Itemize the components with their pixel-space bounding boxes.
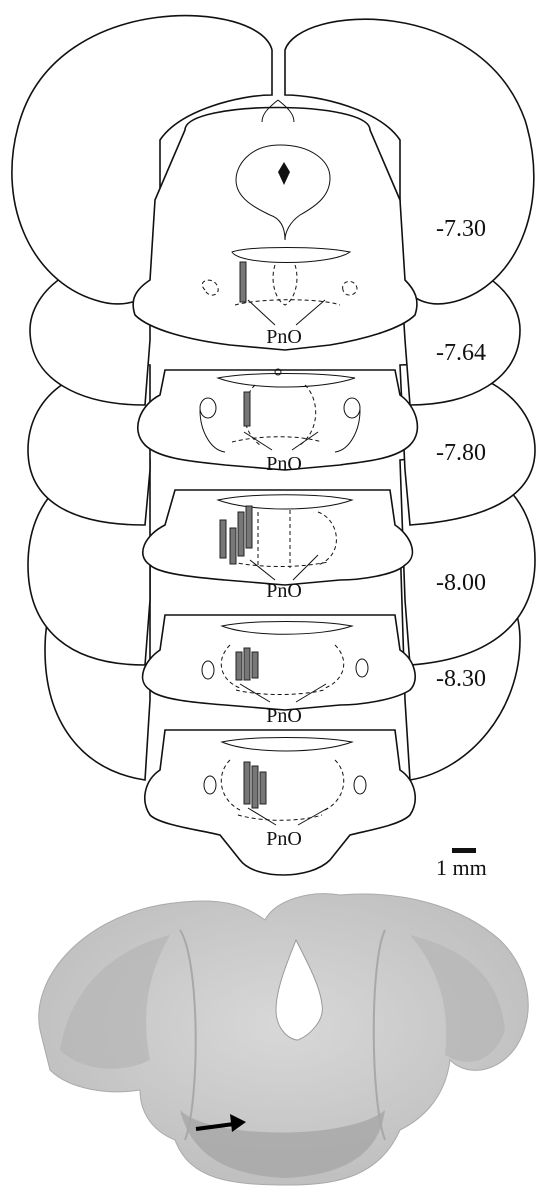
- electrode-track: [238, 512, 244, 556]
- histology-section-image: [39, 894, 528, 1185]
- pno-label: PnO: [266, 580, 302, 602]
- electrode-track: [244, 648, 250, 680]
- electrode-track: [246, 506, 252, 548]
- scale-bar-label: 1 mm: [436, 855, 487, 880]
- electrode-track: [230, 528, 236, 564]
- pno-label: PnO: [266, 326, 302, 348]
- brainstem-section-5: [145, 730, 415, 875]
- electrode-track: [244, 762, 250, 804]
- brainstem-section-3: [143, 490, 413, 585]
- scale-bar-line: [452, 848, 476, 853]
- electrode-track: [244, 392, 250, 426]
- electrode-track: [236, 652, 242, 680]
- electrode-track: [252, 652, 258, 678]
- scale-bar: 1 mm: [436, 848, 487, 880]
- level-label: -7.80: [436, 440, 486, 466]
- level-label: -7.64: [436, 340, 486, 366]
- pno-label: PnO: [266, 828, 302, 850]
- level-label: -8.00: [436, 570, 486, 596]
- electrode-track: [240, 262, 246, 302]
- electrode-track: [220, 520, 226, 558]
- brainstem-section-1: [133, 100, 417, 350]
- electrode-track: [260, 772, 266, 804]
- pno-label: PnO: [266, 705, 302, 727]
- level-label: -7.30: [436, 216, 486, 242]
- pno-label: PnO: [266, 453, 302, 475]
- electrode-track: [252, 766, 258, 808]
- level-label: -8.30: [436, 666, 486, 692]
- brainstem-section-4: [143, 615, 416, 710]
